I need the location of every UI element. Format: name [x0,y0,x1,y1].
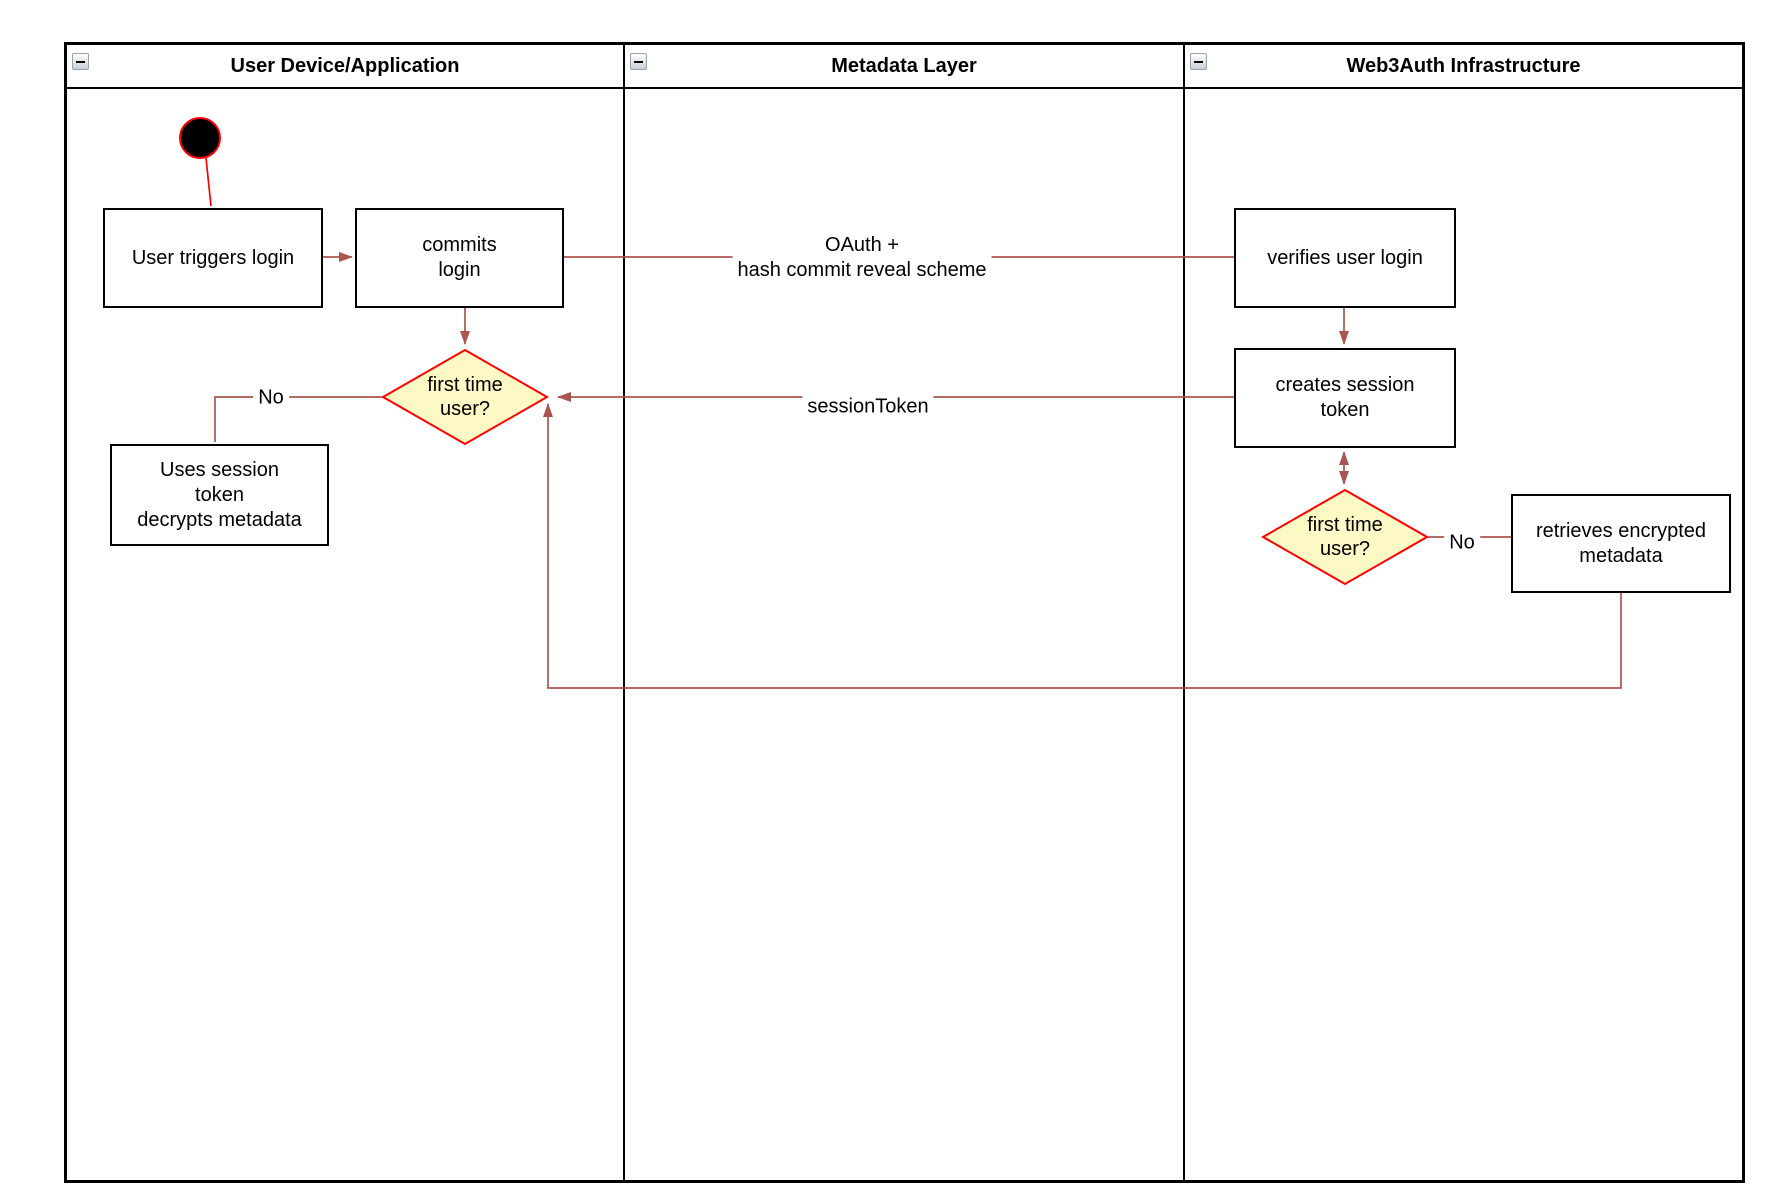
edge-label-oauth[interactable]: OAuth + hash commit reveal scheme [732,231,992,285]
collapse-icon[interactable] [630,53,647,70]
edge-label-no-left[interactable]: No [253,383,289,413]
node-label: retrieves encrypted metadata [1535,519,1707,567]
lane-header-metadata-layer[interactable]: Metadata Layer [625,45,1183,89]
node-user-triggers-login[interactable]: User triggers login [103,208,323,308]
node-label: creates session token [1275,374,1415,421]
node-creates-session-token[interactable]: creates session token [1234,348,1456,448]
minus-glyph [634,60,643,63]
lane-title: Metadata Layer [831,54,977,77]
node-retrieves-encrypted-metadata[interactable]: retrieves encrypted metadata [1511,494,1731,593]
lane-title: User Device/Application [230,54,460,77]
diamond-shape [1260,488,1430,586]
lane-header-user-device[interactable]: User Device/Application [67,45,623,89]
lane-header-web3auth[interactable]: Web3Auth Infrastructure [1185,45,1742,89]
node-verifies-user-login[interactable]: verifies user login [1234,208,1456,308]
decision-first-time-user-left[interactable]: first time user? [380,348,550,446]
node-label: verifies user login [1267,246,1423,269]
decision-first-time-user-right[interactable]: first time user? [1260,488,1430,586]
node-label: first time user? [427,374,503,420]
start-node[interactable] [179,117,221,159]
node-label: Uses session token decrypts metadata [137,458,302,531]
lane-metadata-layer: Metadata Layer [623,45,1183,1180]
node-uses-session-token[interactable]: Uses session token decrypts metadata [110,444,329,546]
node-label: User triggers login [131,246,295,269]
minus-glyph [1194,60,1203,63]
diamond-shape [380,348,550,446]
node-label: first time user? [1307,514,1383,560]
collapse-icon[interactable] [72,53,89,70]
node-commits-login[interactable]: commits login [355,208,564,308]
node-label: commits login [422,234,497,281]
edge-label-session-token[interactable]: sessionToken [802,392,934,422]
lane-title: Web3Auth Infrastructure [1346,54,1581,77]
minus-glyph [76,60,85,63]
collapse-icon[interactable] [1190,53,1207,70]
lane-user-device: User Device/Application [67,45,623,1180]
edge-label-no-right[interactable]: No [1444,528,1480,558]
